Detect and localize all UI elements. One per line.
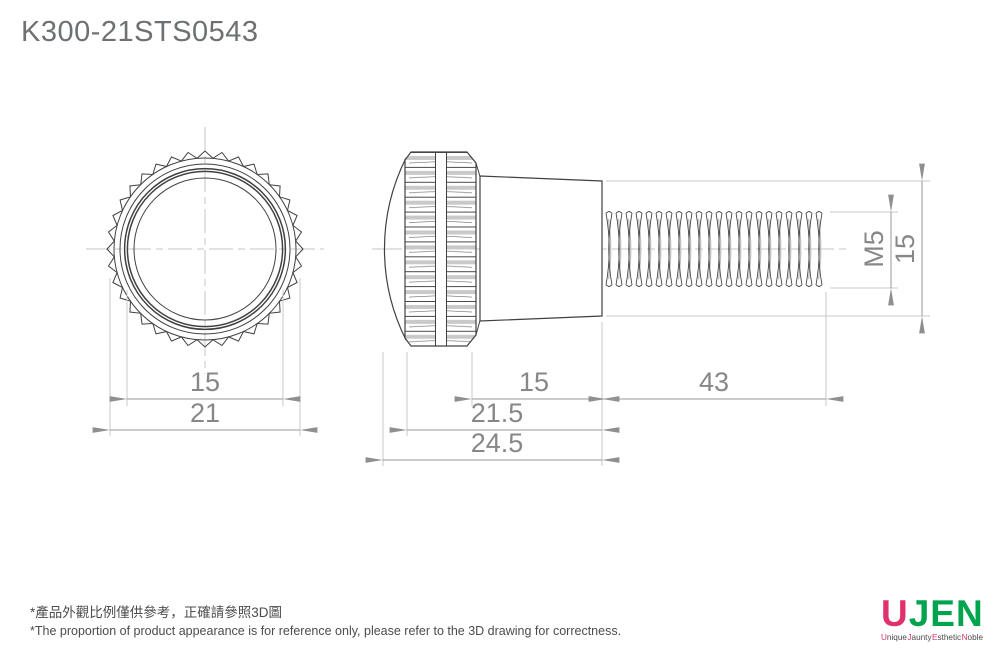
ujen-logo-tagline: Unique Jaunty Esthetic Noble [881, 633, 983, 642]
tagline-word: Unique [881, 633, 907, 642]
side-view: 15 21.5 24.5 43 M5 15 [365, 151, 930, 466]
dimension-lines [365, 163, 925, 463]
ujen-logo: UJEN Unique Jaunty Esthetic Noble [881, 593, 989, 642]
thread-spec-label: M5 [859, 230, 889, 268]
dimension-lines [92, 396, 318, 433]
thread-length-label: 43 [699, 367, 729, 397]
threaded-shank [604, 211, 825, 287]
tagline-word: Noble [961, 633, 983, 642]
extension-lines [109, 278, 301, 436]
total-head-length-label: 24.5 [471, 428, 524, 458]
front-inner-diameter-label: 15 [190, 367, 220, 397]
head-length-label: 21.5 [471, 398, 524, 428]
concentric-circles [113, 157, 297, 341]
front-view: 15 21 [86, 127, 324, 436]
shoulder-length-label: 15 [519, 367, 549, 397]
head-groove [435, 153, 447, 345]
head-groove-edges [435, 152, 447, 346]
footnotes: *產品外觀比例僅供參考，正確請參照3D圖 *The proportion of … [30, 603, 621, 641]
footnote-chinese: *產品外觀比例僅供參考，正確請參照3D圖 [30, 605, 283, 620]
tagline-word: Jaunty [907, 633, 932, 642]
tagline-word: Esthetic [932, 633, 962, 642]
logo-letters-jen: JEN [908, 593, 984, 634]
shoulder-cylinder [479, 175, 603, 322]
shank-diameter-label: 15 [890, 234, 920, 264]
knurled-rim [106, 150, 304, 348]
dome-top [383, 157, 407, 341]
footnote-english: *The proportion of product appearance is… [30, 624, 622, 638]
part-number-title: K300-21STS0543 [21, 16, 259, 48]
front-outer-diameter-label: 21 [190, 398, 220, 428]
head-shoulder-transition [475, 162, 481, 336]
ujen-logo-wordmark: UJEN [881, 593, 989, 634]
logo-letter-u: U [881, 593, 909, 634]
